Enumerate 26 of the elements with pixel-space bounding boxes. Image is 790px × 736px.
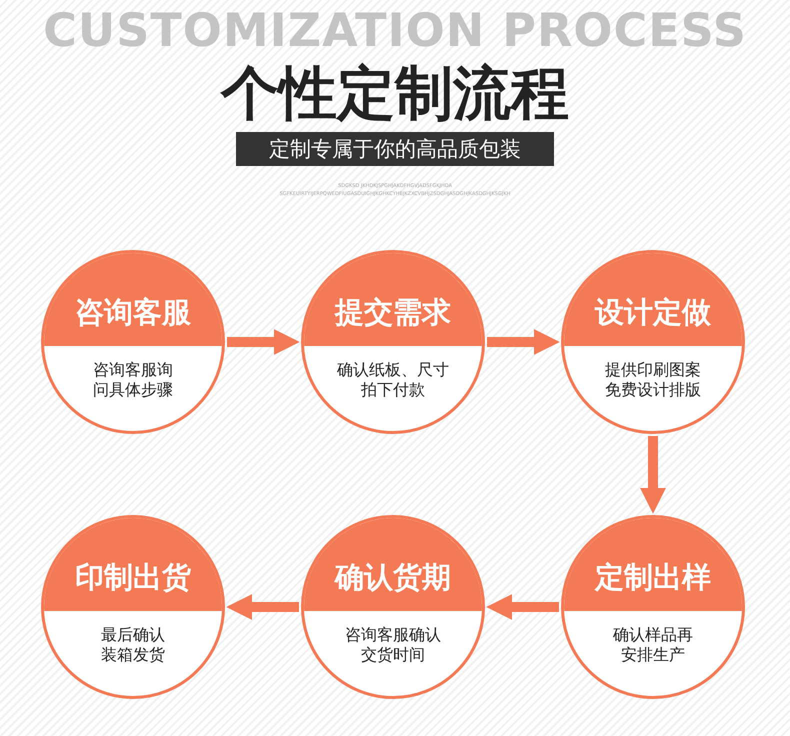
arrow xyxy=(640,436,666,514)
step-circle xyxy=(301,250,485,434)
step-description: 确认样品再安排生产 xyxy=(612,625,694,665)
step-circle xyxy=(41,250,225,434)
step-circle xyxy=(301,515,485,699)
arrow xyxy=(226,594,299,620)
step-circle xyxy=(41,515,225,699)
background-title: CUSTOMIZATION PROCESS xyxy=(42,4,748,56)
step-heading: 确认货期 xyxy=(333,560,452,594)
arrow xyxy=(227,329,300,355)
step-description: 提供印刷图案免费设计排版 xyxy=(604,360,702,400)
step-heading: 印制出货 xyxy=(74,560,192,594)
step-heading: 咨询客服 xyxy=(74,295,192,329)
step-description: 咨询客服确认交货时间 xyxy=(344,625,442,665)
step-heading: 设计定做 xyxy=(594,295,712,329)
step-heading: 定制出样 xyxy=(594,560,712,594)
subtitle-banner: 定制专属于你的高品质包装 xyxy=(236,132,554,166)
title: 个性定制流程 xyxy=(219,60,570,126)
step-circle xyxy=(561,250,745,434)
step-description: 确认纸板、尺寸拍下付款 xyxy=(336,360,450,400)
arrow xyxy=(486,594,559,620)
step-description: 最后确认装箱发货 xyxy=(100,625,166,665)
step-description: 咨询客服询问具体步骤 xyxy=(92,360,174,400)
step-heading: 提交需求 xyxy=(333,295,452,329)
arrow xyxy=(487,329,560,355)
step-circle xyxy=(561,515,745,699)
